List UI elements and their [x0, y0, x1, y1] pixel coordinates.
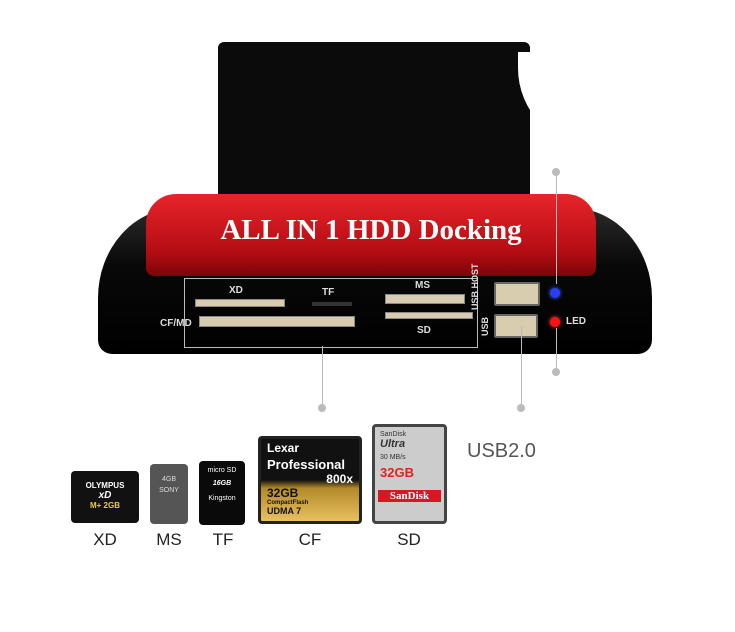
card-label-ms: MS	[156, 530, 182, 549]
led-label: LED	[566, 316, 586, 327]
tf-slot	[312, 302, 352, 306]
tf-card: micro SD 16GB Kingston	[199, 461, 245, 525]
slot-label-ms: MS	[415, 280, 430, 291]
card-text: 4GB	[161, 476, 176, 483]
card-text: M+ 2GB	[89, 501, 120, 510]
callout-line	[322, 346, 323, 408]
callout-dot	[552, 368, 560, 376]
sd-slot	[385, 312, 473, 319]
card-text: Kingston	[208, 495, 236, 502]
card-label-cf: CF	[298, 530, 322, 549]
slot-label-xd: XD	[229, 285, 243, 296]
usb-port-1	[494, 282, 540, 306]
usb-port-2	[494, 314, 538, 338]
card-text: 32GB	[267, 486, 299, 500]
card-text: xD	[98, 490, 112, 501]
card-label-sd: SD	[397, 530, 421, 549]
cf-card: Lexar Professional 800x 32GB CompactFlas…	[258, 436, 362, 524]
callout-line	[521, 326, 522, 408]
callout-line	[556, 172, 557, 284]
card-text: 30 MB/s	[380, 454, 406, 461]
card-text: Ultra	[380, 438, 406, 450]
card-text: SONY	[159, 487, 179, 494]
card-text: SanDisk	[378, 490, 441, 502]
usb-label: USB	[480, 316, 490, 336]
callout-dot	[517, 404, 525, 412]
card-text: micro SD	[207, 467, 237, 474]
cf-slot	[199, 316, 355, 327]
callout-dot	[318, 404, 326, 412]
slot-label-tf: TF	[322, 287, 335, 298]
card-text: SanDisk	[380, 431, 407, 438]
usb-host-label: USB HOST	[470, 263, 480, 310]
callout-dot	[552, 168, 560, 176]
card-label-xd: XD	[93, 530, 117, 549]
card-text: OLYMPUS	[85, 481, 125, 490]
card-text: CompactFlash	[267, 500, 309, 506]
ms-card: 4GB SONY	[150, 464, 188, 524]
product-title: ALL IN 1 HDD Docking	[220, 214, 522, 246]
card-text: 800x	[326, 472, 353, 486]
blue-led	[550, 288, 560, 298]
sd-card: SanDisk Ultra 30 MB/s 32GB SanDisk	[372, 424, 447, 524]
card-text: UDMA 7	[267, 506, 302, 516]
xd-card: OLYMPUS xD M+ 2GB	[71, 471, 139, 523]
card-text: Professional	[267, 457, 346, 472]
hdd-bay	[218, 42, 678, 202]
xd-slot	[195, 299, 285, 307]
card-text: 16GB	[212, 480, 232, 487]
callout-line	[556, 328, 557, 372]
hdd-notch	[518, 52, 678, 148]
ms-slot	[385, 294, 465, 304]
red-band	[146, 194, 596, 276]
usb-callout-label: USB2.0	[467, 440, 536, 462]
card-text: Lexar	[267, 441, 300, 455]
red-led	[550, 317, 560, 327]
card-reader-panel	[184, 278, 478, 348]
slot-label-cfmd: CF/MD	[160, 318, 192, 329]
card-label-tf: TF	[212, 530, 234, 549]
card-text: 32GB	[380, 465, 414, 480]
slot-label-sd: SD	[417, 325, 431, 336]
